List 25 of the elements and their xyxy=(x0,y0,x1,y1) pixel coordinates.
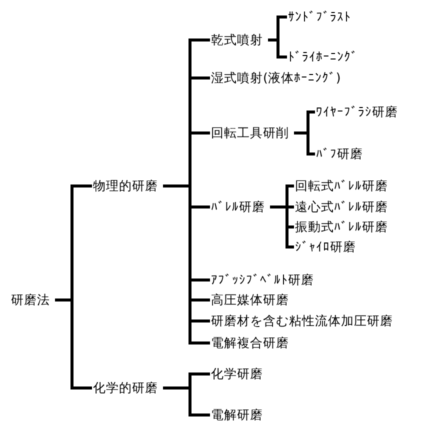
connector-line xyxy=(294,132,315,156)
node-label: ｱﾌﾞｯｼﾌﾞﾍﾞﾙﾄ研磨 xyxy=(210,271,315,289)
node-label: ｻﾝﾄﾞﾌﾞﾗｽﾄ xyxy=(287,8,352,26)
connector-line xyxy=(55,298,92,390)
node-label: ﾄﾞﾗｲﾎｰﾆﾝｸﾞ xyxy=(287,48,359,66)
node-label: 回転式ﾊﾞﾚﾙ研磨 xyxy=(294,177,389,195)
node-label: 遠心式ﾊﾞﾚﾙ研磨 xyxy=(294,198,389,216)
node-label: ﾜｲﾔｰﾌﾞﾗｼ研磨 xyxy=(315,103,399,121)
node-label: 振動式ﾊﾞﾚﾙ研磨 xyxy=(294,218,389,236)
node-label: 電解複合研磨 xyxy=(210,334,290,352)
node-label: 物理的研磨 xyxy=(92,177,159,195)
node-label: 湿式噴射(液体ﾎｰﾆﾝｸﾞ) xyxy=(210,69,342,87)
node-label: 乾式噴射 xyxy=(210,31,264,49)
node-label: ﾊﾞﾚﾙ研磨 xyxy=(210,198,266,216)
node-label: 化学的研磨 xyxy=(92,379,159,397)
node-label: 化学研磨 xyxy=(210,365,264,383)
node-label: 研磨材を含む粘性流体加圧研磨 xyxy=(210,312,394,330)
connector-line xyxy=(268,38,287,58)
node-label: 研磨法 xyxy=(10,291,51,309)
node-label: 高圧媒体研磨 xyxy=(210,291,290,309)
node-label: 回転工具研削 xyxy=(210,124,290,142)
connector-line xyxy=(163,386,210,416)
node-label: 電解研磨 xyxy=(210,406,264,424)
node-label: ｼﾞｬｲﾛ研磨 xyxy=(294,238,357,256)
node-label: ﾊﾞﾌ研磨 xyxy=(315,145,364,163)
